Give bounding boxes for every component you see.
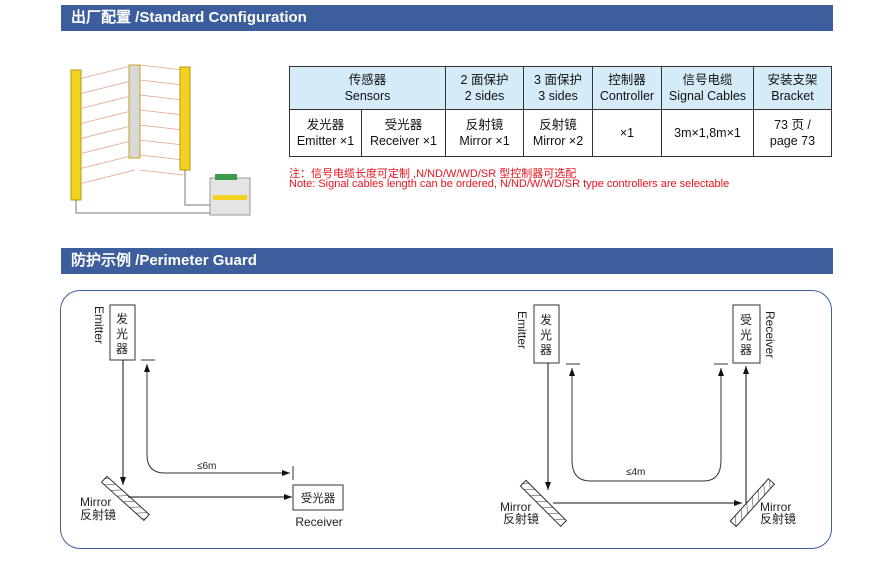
receiver-box (732, 304, 761, 364)
svg-text:Receiver: Receiver (295, 515, 342, 529)
svg-text:Receiver: Receiver (763, 311, 777, 358)
cell-controller: ×1 (592, 109, 662, 157)
note-cn: 注：信号电缆长度可定制 ,N/ND/W/WD/SR 型控制器可选配 (289, 168, 577, 180)
svg-text:光: 光 (116, 327, 128, 341)
svg-text:Emitter: Emitter (515, 311, 529, 349)
three-sides-diagram: 发 光 器 Emitter 受 光 器 Receiver Mirror 反射镜 … (500, 304, 796, 528)
receiver-box (292, 484, 344, 511)
svg-text:Mirror: Mirror (500, 500, 531, 514)
mirror-icon (100, 475, 150, 522)
svg-text:器: 器 (540, 343, 552, 357)
svg-text:反射镜: 反射镜 (503, 511, 539, 526)
section-header-standard-configuration: 出厂配置 /Standard Configuration (61, 5, 833, 31)
mirror-icon (519, 479, 568, 528)
svg-text:Mirror: Mirror (760, 500, 791, 514)
cell-bracket: 73 页 /page 73 (753, 109, 832, 157)
emitter-box (109, 304, 136, 361)
svg-text:受光器: 受光器 (301, 491, 336, 505)
mirror-icon (729, 478, 776, 528)
svg-text:受: 受 (740, 313, 752, 327)
emitter-label: Emitter (92, 306, 106, 344)
emitter-box (533, 304, 560, 364)
note-en: Note: Signal cables length can be ordere… (289, 178, 730, 190)
svg-text:反射镜: 反射镜 (80, 507, 116, 522)
svg-text:器: 器 (740, 343, 752, 357)
distance-label: ≤4m (626, 467, 645, 478)
svg-text:反射镜: 反射镜 (760, 511, 796, 526)
light-curtain-product-image (70, 64, 251, 216)
svg-text:器: 器 (116, 342, 128, 356)
svg-text:Mirror: Mirror (80, 495, 111, 509)
svg-text:发: 发 (116, 311, 128, 326)
section-header-perimeter-guard: 防护示例 /Perimeter Guard (61, 248, 833, 274)
diagram-frame (60, 290, 832, 549)
svg-text:光: 光 (740, 328, 752, 342)
distance-label: ≤6m (197, 461, 216, 472)
svg-text:光: 光 (540, 328, 552, 342)
cell-signal-cables: 3m×1,8m×1 (661, 109, 754, 157)
svg-text:发: 发 (540, 312, 552, 327)
two-sides-diagram: 发 光 器 Emitter 受光器 Receiver Mirror 反射镜 ≤6… (80, 304, 344, 529)
